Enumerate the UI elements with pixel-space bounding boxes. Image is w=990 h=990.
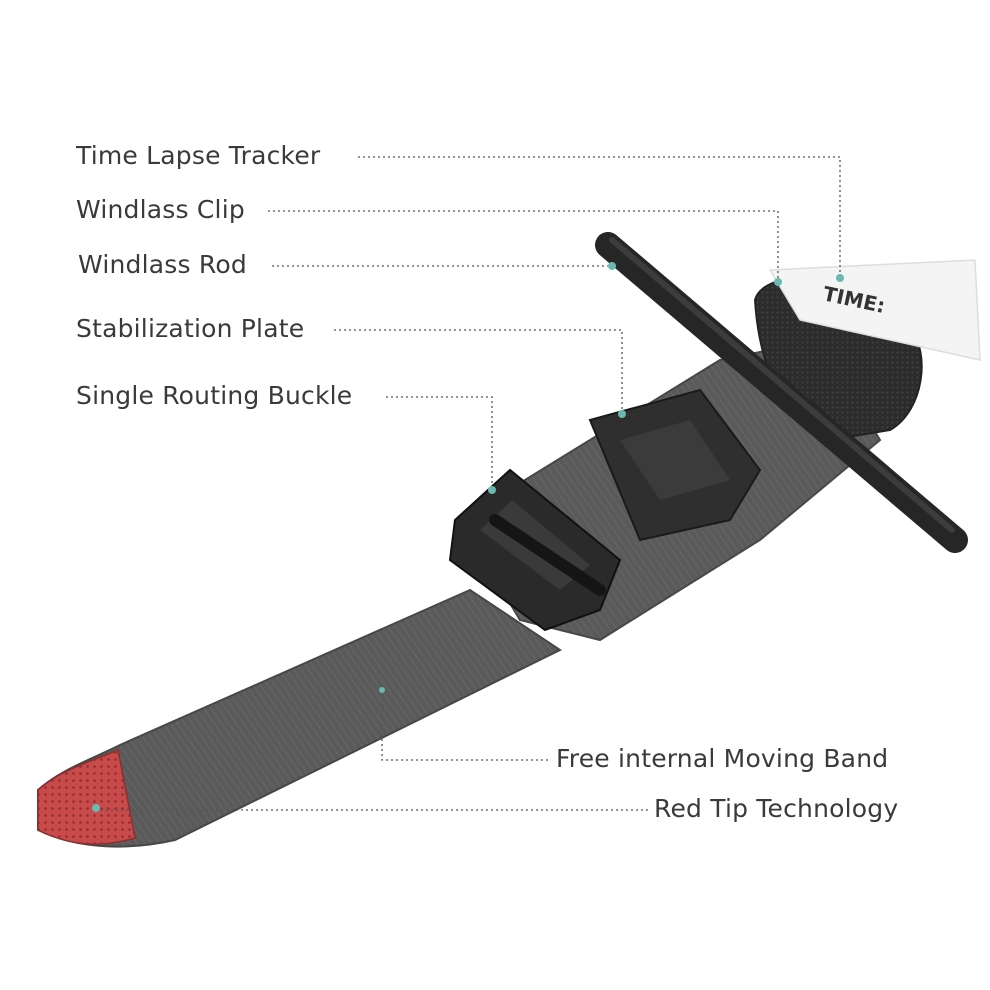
label-free-internal-moving-band: Free internal Moving Band: [556, 744, 889, 773]
leader-windlass-clip: [268, 210, 779, 282]
dot-free-internal-moving-band: [379, 687, 385, 693]
plate-inner: [620, 420, 730, 500]
label-red-tip-technology: Red Tip Technology: [654, 794, 899, 823]
leader-stabilization-plate: [334, 329, 623, 414]
leader-free-internal-moving-band: [381, 690, 548, 761]
label-time-lapse-tracker: Time Lapse Tracker: [76, 141, 321, 170]
dot-stabilization-plate: [618, 410, 626, 418]
dot-windlass-clip: [774, 278, 782, 286]
leader-time-lapse-tracker: [358, 156, 841, 278]
label-windlass-rod: Windlass Rod: [78, 250, 247, 279]
leader-single-routing-buckle: [386, 396, 493, 490]
dot-windlass-rod: [608, 262, 616, 270]
label-stabilization-plate: Stabilization Plate: [76, 314, 305, 343]
dot-time-lapse-tracker: [836, 274, 844, 282]
dot-red-tip-technology: [92, 804, 100, 812]
callout-dots: [92, 262, 844, 812]
label-windlass-clip: Windlass Clip: [76, 195, 245, 224]
windlass-rod-shape: [595, 232, 968, 553]
windlass-rod-highlight: [609, 237, 955, 533]
label-single-routing-buckle: Single Routing Buckle: [76, 381, 353, 410]
time-tag: [768, 259, 981, 361]
buckle-bar: [489, 514, 606, 596]
red-tip: [37, 748, 136, 845]
leader-lines: [96, 156, 841, 811]
dot-single-routing-buckle: [488, 486, 496, 494]
